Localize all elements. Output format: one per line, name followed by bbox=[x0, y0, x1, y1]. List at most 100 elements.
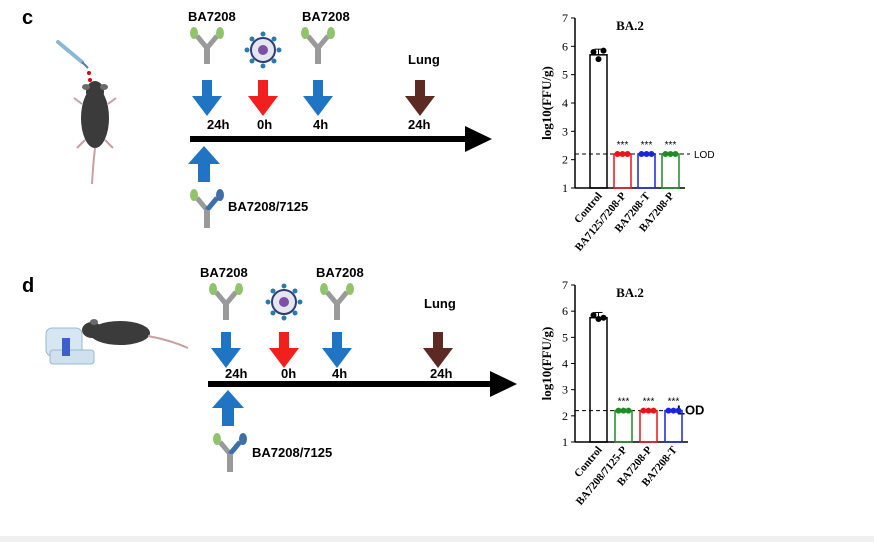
time-label: 24h bbox=[207, 117, 229, 132]
virus-arrow-down bbox=[269, 332, 299, 368]
bar bbox=[589, 316, 608, 443]
antibody-icon bbox=[320, 283, 354, 320]
antibody-arrow-down bbox=[211, 332, 241, 368]
bispecific-antibody-icon bbox=[190, 189, 224, 228]
significance-label: *** bbox=[617, 140, 629, 151]
antibody-label-second: BA7208 bbox=[302, 9, 350, 24]
chart-title: BA.2 bbox=[616, 18, 644, 33]
y-tick-label: 4 bbox=[562, 96, 568, 110]
panel-letter: c bbox=[22, 7, 33, 29]
data-point bbox=[650, 407, 657, 414]
bar-chart: 1234567log10(FFU/g)BA.2LODControl***BA71… bbox=[539, 11, 715, 254]
significance-label: *** bbox=[641, 140, 653, 151]
bar bbox=[613, 153, 632, 189]
lung-arrow-down bbox=[423, 332, 453, 368]
data-point bbox=[643, 151, 650, 157]
panel-d-svg: d BA7208 BA7208 Lung bbox=[22, 265, 704, 508]
data-point bbox=[638, 151, 645, 157]
antibody-arrow-up bbox=[188, 146, 220, 182]
antibody-label-second: BA7208 bbox=[316, 265, 364, 280]
significance-label: *** bbox=[643, 397, 655, 408]
bar bbox=[639, 409, 658, 443]
bar bbox=[589, 54, 608, 189]
y-tick-label: 6 bbox=[562, 304, 568, 318]
lung-arrow-down bbox=[405, 80, 435, 116]
y-tick-label: 2 bbox=[562, 153, 568, 167]
panel-c-svg: c BA7208 BA7208 Lung bbox=[22, 7, 715, 254]
timeline-arrowhead bbox=[490, 371, 517, 397]
mouse-icon bbox=[56, 40, 117, 185]
time-label: 24h bbox=[408, 117, 430, 132]
y-axis-label: log10(FFU/g) bbox=[539, 327, 554, 401]
time-label: 24h bbox=[430, 366, 452, 381]
data-point bbox=[662, 151, 669, 157]
data-point bbox=[620, 407, 627, 414]
data-point bbox=[670, 407, 677, 414]
nebulizer-mouse-icon bbox=[45, 319, 189, 365]
chart-title: BA.2 bbox=[616, 285, 644, 300]
bispecific-antibody-label: BA7208/7125 bbox=[228, 199, 308, 214]
timeline-arrow bbox=[190, 136, 465, 142]
data-point bbox=[667, 151, 674, 157]
y-axis-label: log10(FFU/g) bbox=[539, 66, 554, 140]
time-label: 4h bbox=[313, 117, 328, 132]
time-label: 0h bbox=[281, 366, 296, 381]
y-tick-label: 4 bbox=[562, 357, 568, 371]
virus-icon bbox=[265, 283, 303, 321]
antibody-label-first: BA7208 bbox=[188, 9, 236, 24]
data-point bbox=[614, 151, 621, 157]
time-label: 4h bbox=[332, 366, 347, 381]
data-point bbox=[624, 151, 631, 157]
y-tick-label: 3 bbox=[562, 383, 568, 397]
data-point bbox=[595, 56, 602, 63]
antibody-icon bbox=[190, 27, 224, 64]
antibody-icon bbox=[209, 283, 243, 320]
data-point bbox=[615, 407, 622, 414]
timeline-arrow bbox=[208, 381, 490, 387]
y-tick-label: 5 bbox=[562, 330, 568, 344]
antibody-arrow-down bbox=[303, 80, 333, 116]
data-point bbox=[625, 407, 632, 414]
lod-label: LOD bbox=[677, 403, 704, 418]
bar-chart: 1234567log10(FFU/g)BA.2LODControl***BA72… bbox=[539, 278, 704, 508]
harvest-label: Lung bbox=[424, 296, 456, 311]
data-point bbox=[665, 407, 672, 414]
data-point bbox=[600, 314, 607, 321]
data-point bbox=[600, 47, 607, 54]
data-point bbox=[595, 316, 602, 323]
y-tick-label: 1 bbox=[562, 435, 568, 449]
lod-label: LOD bbox=[694, 150, 715, 161]
timeline-arrowhead bbox=[465, 126, 492, 152]
data-point bbox=[675, 407, 682, 414]
data-point bbox=[619, 151, 626, 157]
panel-d: d BA7208 BA7208 Lung bbox=[0, 265, 874, 536]
y-tick-label: 7 bbox=[562, 278, 568, 292]
antibody-arrow-up bbox=[212, 390, 244, 426]
panel-c: c BA7208 BA7208 Lung bbox=[0, 0, 874, 268]
footer-bar bbox=[0, 536, 874, 542]
data-point bbox=[640, 407, 647, 414]
antibody-arrow-down bbox=[192, 80, 222, 116]
data-point bbox=[590, 49, 597, 55]
virus-icon bbox=[244, 31, 282, 69]
bispecific-antibody-label: BA7208/7125 bbox=[252, 445, 332, 460]
data-point bbox=[648, 151, 655, 157]
y-tick-label: 1 bbox=[562, 181, 568, 195]
antibody-icon bbox=[301, 27, 335, 64]
panel-letter: d bbox=[22, 275, 34, 297]
harvest-label: Lung bbox=[408, 52, 440, 67]
time-label: 24h bbox=[225, 366, 247, 381]
y-tick-label: 7 bbox=[562, 11, 568, 25]
bar bbox=[614, 409, 633, 443]
data-point bbox=[590, 312, 597, 319]
time-label: 0h bbox=[257, 117, 272, 132]
antibody-label-first: BA7208 bbox=[200, 265, 248, 280]
bispecific-antibody-icon bbox=[213, 433, 247, 472]
y-tick-label: 2 bbox=[562, 409, 568, 423]
significance-label: *** bbox=[668, 397, 680, 408]
significance-label: *** bbox=[618, 397, 630, 408]
virus-arrow-down bbox=[248, 80, 278, 116]
significance-label: *** bbox=[665, 140, 677, 151]
bar bbox=[637, 153, 656, 189]
y-tick-label: 5 bbox=[562, 68, 568, 82]
